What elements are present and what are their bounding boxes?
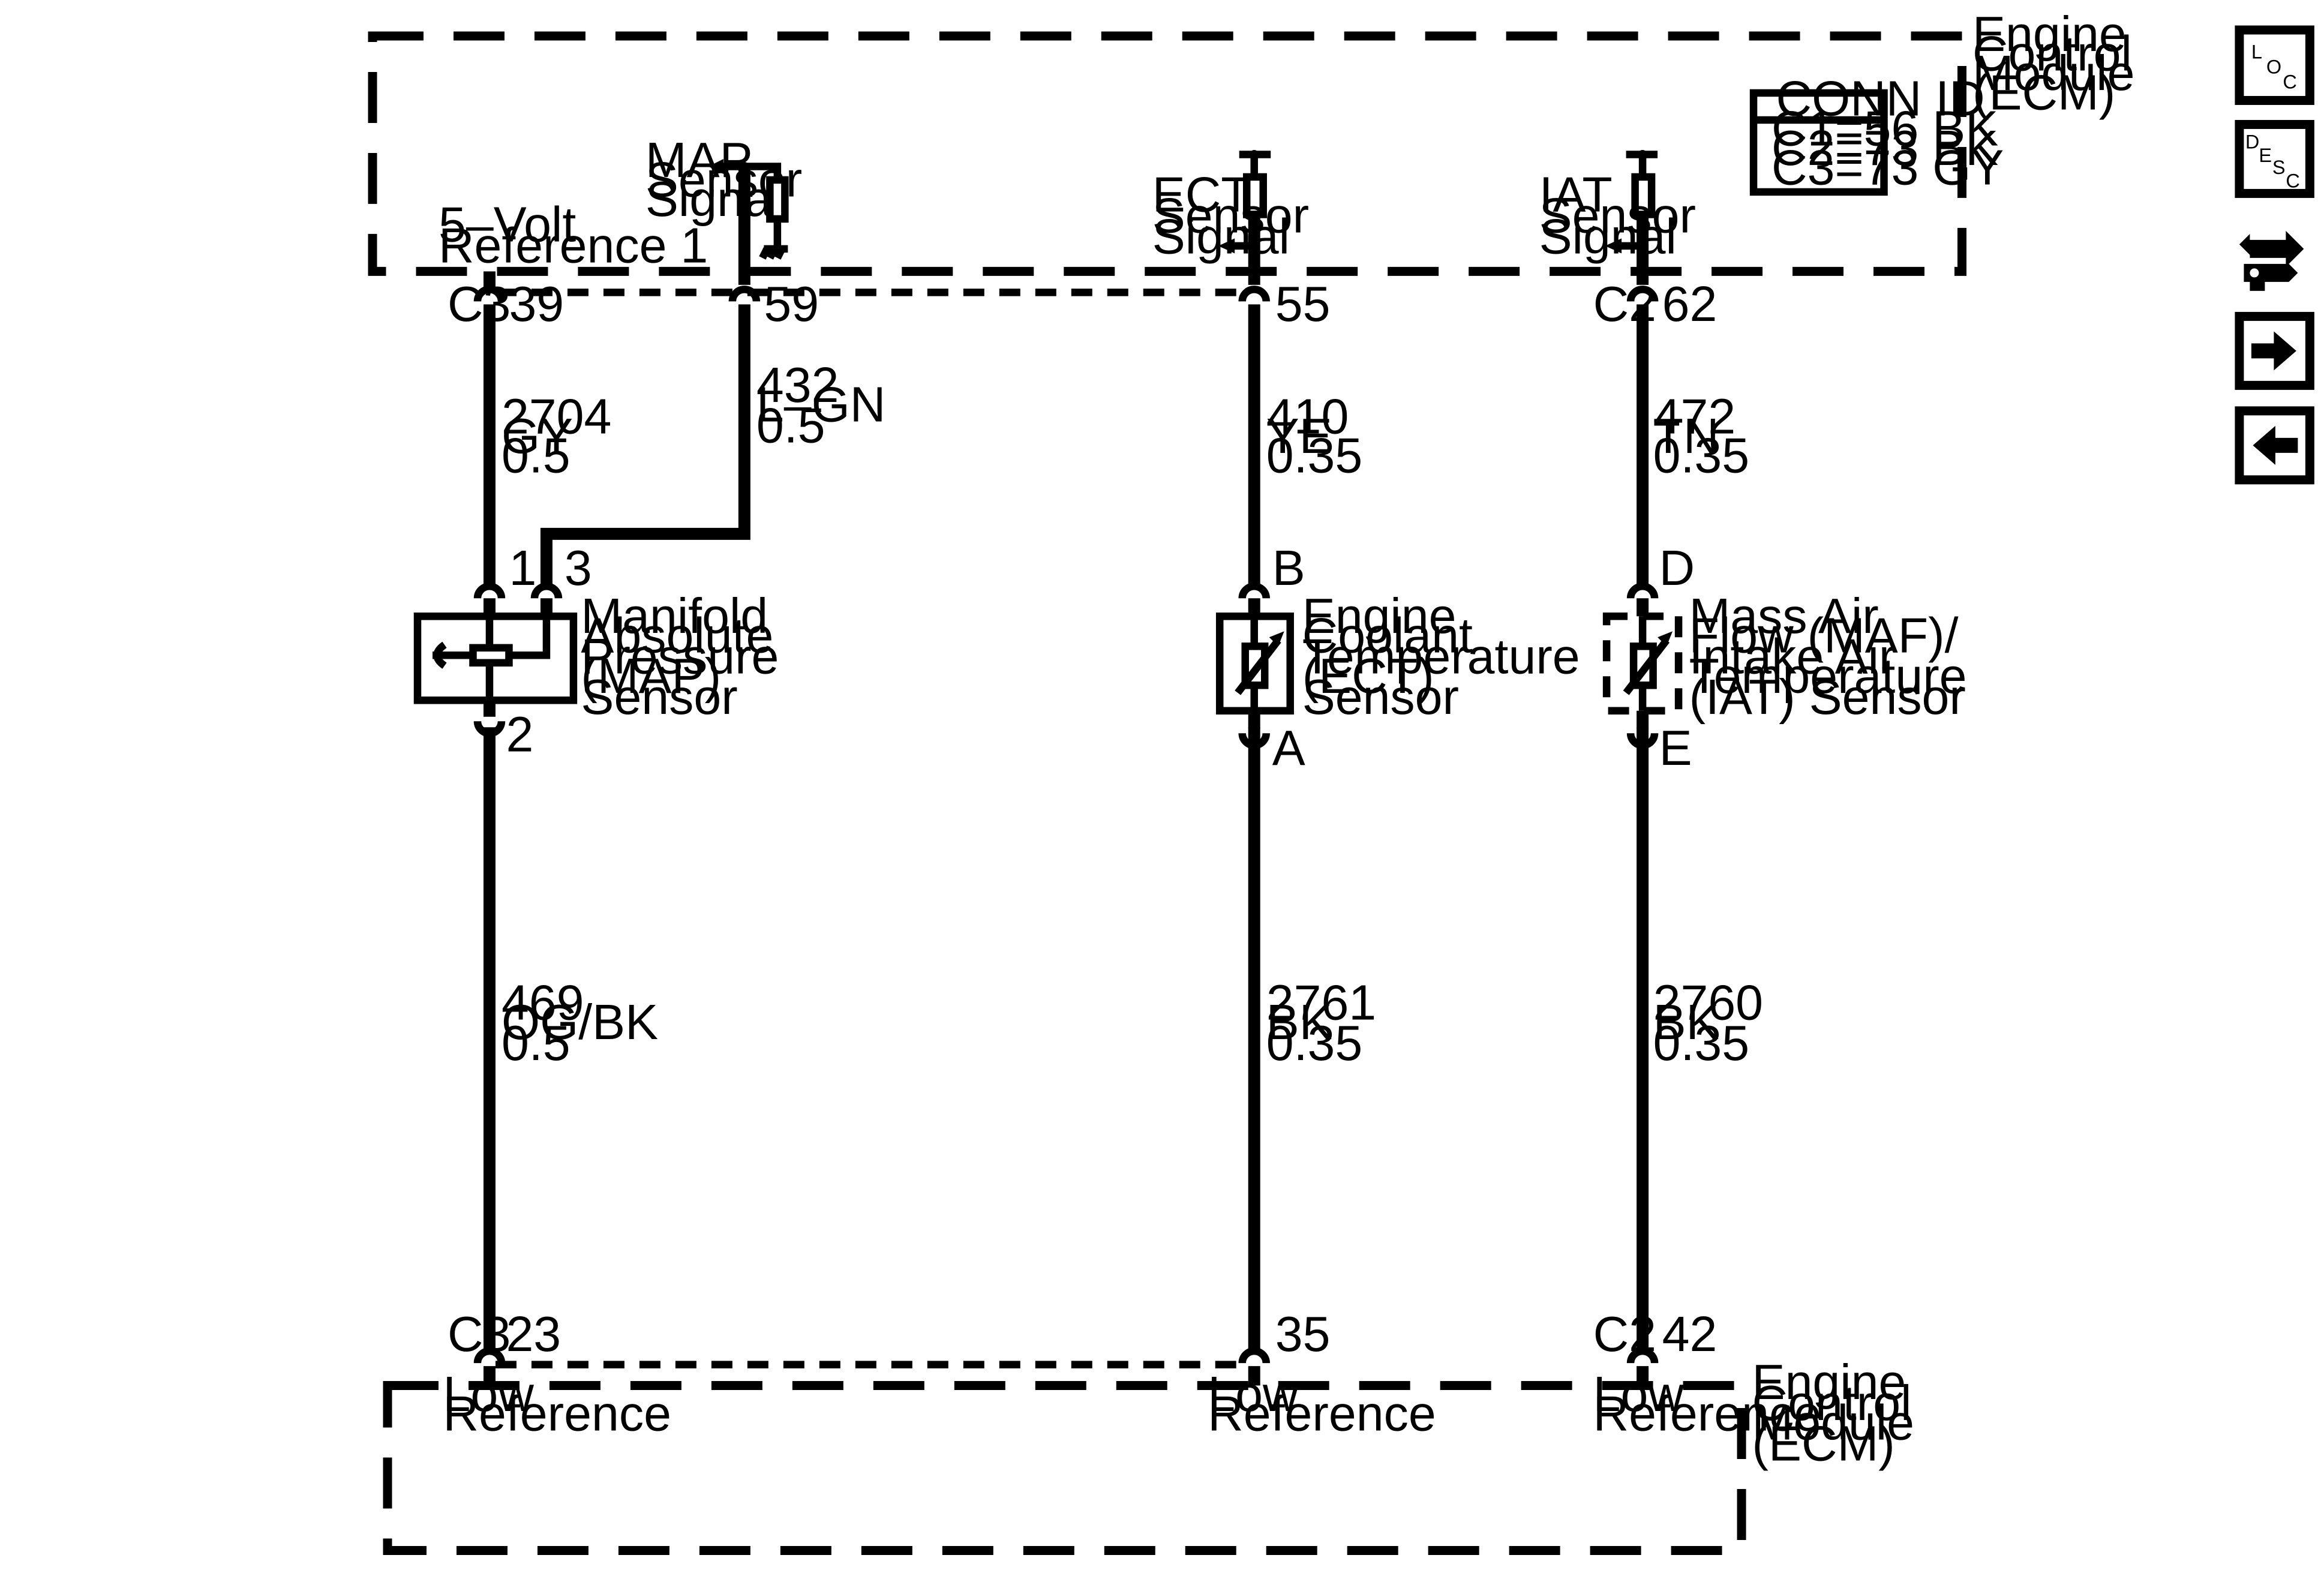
variable-arrow-icon: [1623, 638, 1670, 695]
pin-number: 1: [509, 541, 536, 596]
low-reference-label: Low Reference: [1593, 1367, 1822, 1441]
next-button[interactable]: [2235, 311, 2314, 390]
iat-signal-circuit: IAT Sensor Signal: [1539, 149, 1710, 285]
ecm-bottom-module: C3 23 35 C2 42 Engine Control Module (EC…: [383, 1307, 1928, 1556]
iat-sensor: D E Mass Air Flow (MAF)/ Intake Air Temp…: [1602, 541, 1981, 776]
map-signal-circuit: MAP Sensor Signal: [645, 133, 816, 285]
pin-receptacle-icon: [728, 286, 761, 302]
pin-receptacle-icon: [1238, 1347, 1270, 1364]
map-sensor-resistor-icon: [469, 644, 513, 667]
pin-number: 2: [506, 707, 533, 762]
pin-receptacle-icon: [1626, 1347, 1659, 1364]
pin-number: B: [1272, 541, 1305, 596]
connector-view-button[interactable]: [2239, 230, 2304, 291]
pin-number: 39: [509, 277, 564, 332]
pin-number: 59: [764, 277, 819, 332]
wire-label-472: 472 TN 0.35: [1653, 389, 1750, 483]
map-sensor: 1 3 2 Manifold Absolute Pressure (MAP) S…: [413, 541, 792, 762]
iat-signal-label: IAT Sensor Signal: [1539, 167, 1710, 264]
map-signal-label: MAP Sensor Signal: [645, 133, 816, 227]
previous-button[interactable]: [2235, 406, 2314, 485]
pull-resistor-icon: [766, 176, 789, 223]
ecm-top-boundary: [368, 31, 1966, 276]
desc-icon: D E S C: [2245, 131, 2300, 191]
svg-text:D: D: [2245, 131, 2259, 152]
conn-id-row: C3=73 GY: [1771, 140, 2004, 195]
wire-label-432: 432 L–GN 0.5: [756, 358, 899, 453]
connector-id: C3: [448, 1307, 511, 1362]
svg-text:C: C: [2286, 170, 2299, 191]
ecm-top-label: Engine Control Module (ECM): [1972, 7, 2148, 120]
svg-text:L: L: [2251, 41, 2262, 62]
wire-label-2760: 2760 BK 0.35: [1653, 975, 1777, 1071]
nav-toolbar: L O C D E S C: [2235, 25, 2314, 485]
pin-number: 35: [1275, 1307, 1331, 1362]
wire-432: [540, 304, 750, 590]
low-reference-label: Low Reference: [443, 1367, 671, 1441]
ect-signal-circuit: ECT Sensor Signal: [1152, 149, 1323, 285]
ect-signal-label: ECT Sensor Signal: [1152, 167, 1323, 264]
pin-receptacle-icon: [473, 1347, 506, 1364]
ect-sensor-label: Engine Coolant Temperature (ECT) Sensor: [1302, 589, 1594, 725]
connector-view-icon: [2239, 230, 2304, 291]
pin-number: 3: [565, 541, 592, 596]
pin-number: 42: [1662, 1307, 1718, 1362]
loc-button[interactable]: L O C: [2235, 25, 2314, 105]
conn-id-table: CONN ID C1=56 BK C2=73 BK C3=73 GY: [1749, 71, 2004, 196]
svg-text:O: O: [2266, 56, 2281, 77]
svg-text:E: E: [2259, 145, 2272, 166]
wire-label-469: 469 OG/BK 0.5: [502, 975, 672, 1071]
wire-label-410: 410 YE 0.35: [1266, 389, 1363, 483]
iat-sensor-label: Mass Air Flow (MAF)/ Intake Air Temperat…: [1689, 589, 1981, 725]
desc-button[interactable]: D E S C: [2235, 119, 2314, 198]
signal-arrow-icon: [708, 158, 723, 174]
previous-arrow-icon: [2253, 425, 2298, 465]
connector-id: C3: [448, 277, 511, 332]
loc-icon: L O C: [2251, 41, 2297, 92]
svg-text:S: S: [2272, 157, 2286, 178]
pin-number: 55: [1275, 277, 1331, 332]
wires: [483, 304, 1649, 1355]
signal-arrow-icon: [1218, 238, 1235, 254]
ecm-bottom-label: Engine Control Module (ECM): [1752, 1355, 1928, 1471]
ect-sensor: B A Engine Coolant Temperature (ECT) Sen…: [1215, 541, 1594, 776]
pin-number: D: [1659, 541, 1695, 596]
pin-number: A: [1272, 721, 1305, 776]
ecm-top-module: Engine Control Module (ECM) CONN ID C1=5…: [368, 7, 2148, 332]
pin-number: 23: [506, 1307, 561, 1362]
svg-text:C: C: [2283, 71, 2296, 92]
pin-number: 62: [1662, 277, 1718, 332]
top-pins: C3 39 59 55 C2 62: [448, 271, 1718, 332]
pin-receptacle-icon: [473, 286, 506, 302]
connector-id: C2: [1593, 1307, 1656, 1362]
conn-id-header: CONN ID: [1776, 71, 1985, 126]
signal-arrow-icon: [1605, 238, 1622, 254]
conn-id-row: C2=73 BK: [1771, 121, 1998, 176]
map-sensor-label: Manifold Absolute Pressure (MAP) Sensor: [581, 589, 792, 725]
wire-label-2761: 2761 BK 0.35: [1266, 975, 1390, 1071]
ground-icon: [759, 245, 788, 260]
pin-receptacle-icon: [1238, 286, 1270, 302]
variable-arrow-icon: [1235, 638, 1281, 695]
conn-id-row: C1=56 BK: [1771, 101, 1998, 156]
ecm-bottom-boundary: [383, 1381, 1746, 1556]
pull-up-resistor-icon: [1631, 173, 1656, 218]
wire-label-2704: 2704 GY 0.5: [502, 389, 625, 483]
pin-receptacle-icon: [1626, 286, 1659, 302]
ref-5v-label: 5–Volt Reference 1: [439, 197, 708, 273]
low-reference-label: Low Reference: [1208, 1367, 1436, 1441]
pin-number: E: [1659, 721, 1692, 776]
